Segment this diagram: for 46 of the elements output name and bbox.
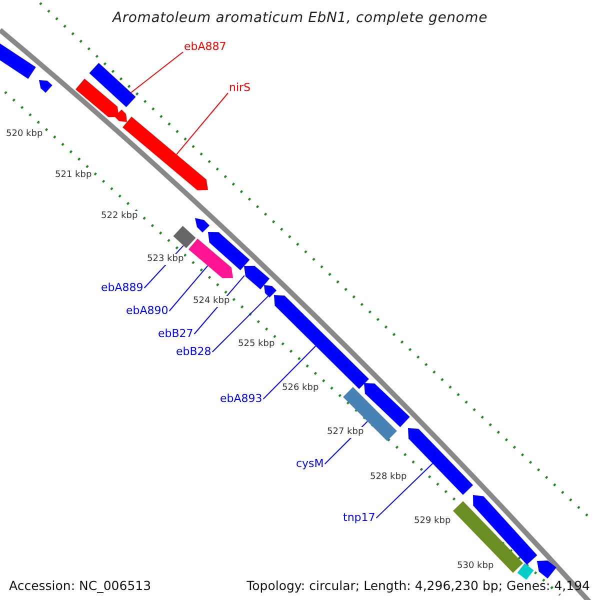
gene-label: ebA887 <box>184 40 226 53</box>
leader-line <box>376 462 434 518</box>
tick-label: 529 kbp <box>414 516 451 527</box>
gene-label: tnp17 <box>343 511 376 524</box>
gene-label: ebA889 <box>101 281 144 294</box>
title: Aromatoleum aromaticum EbN1, complete genome <box>110 10 489 26</box>
gene-segment <box>537 560 557 579</box>
leader-line <box>212 296 269 352</box>
gene-segment <box>343 387 397 441</box>
tick-label: 530 kbp <box>457 561 494 572</box>
gene-label: ebB28 <box>176 345 212 358</box>
tick-label: 528 kbp <box>370 472 407 483</box>
tick-label: 523 kbp <box>147 254 184 265</box>
gene-label: cysM <box>296 457 324 470</box>
leader-line <box>130 52 184 94</box>
gene-label: ebA893 <box>220 392 262 405</box>
gene-segment <box>364 383 410 428</box>
tick-label: 520 kbp <box>6 129 43 140</box>
tick-label: 525 kbp <box>238 339 275 350</box>
gene-segment <box>244 265 270 290</box>
gene-label: ebA890 <box>126 304 168 317</box>
gene-segment <box>122 116 208 191</box>
tick-label: 526 kbp <box>282 383 319 394</box>
gene-segment <box>264 285 277 298</box>
gene-segment <box>517 563 534 580</box>
gene-segment <box>195 218 210 233</box>
leader-line <box>176 92 228 155</box>
gene-segment <box>208 232 250 271</box>
gene-segment <box>188 238 233 279</box>
genome-summary: Topology: circular; Length: 4,296,230 bp; Genes: 4,194 <box>246 578 590 593</box>
gene-segment <box>114 109 127 122</box>
tick-label: 521 kbp <box>55 170 92 181</box>
accession-text: Accession: NC_006513 <box>9 578 152 593</box>
gene-segment <box>452 501 524 573</box>
gene-label: ebB27 <box>158 327 194 340</box>
gene-segment <box>173 225 196 249</box>
tick-label: 522 kbp <box>101 211 138 222</box>
tick-label: 527 kbp <box>327 427 364 438</box>
gene-segment <box>39 80 53 93</box>
tick-label: 524 kbp <box>193 296 230 307</box>
gene-segment <box>408 428 474 495</box>
gene-segment <box>89 62 136 108</box>
leader-line <box>262 346 316 400</box>
gene-segment <box>75 78 119 118</box>
leader-line <box>168 265 208 312</box>
gene-label: nirS <box>229 81 251 94</box>
